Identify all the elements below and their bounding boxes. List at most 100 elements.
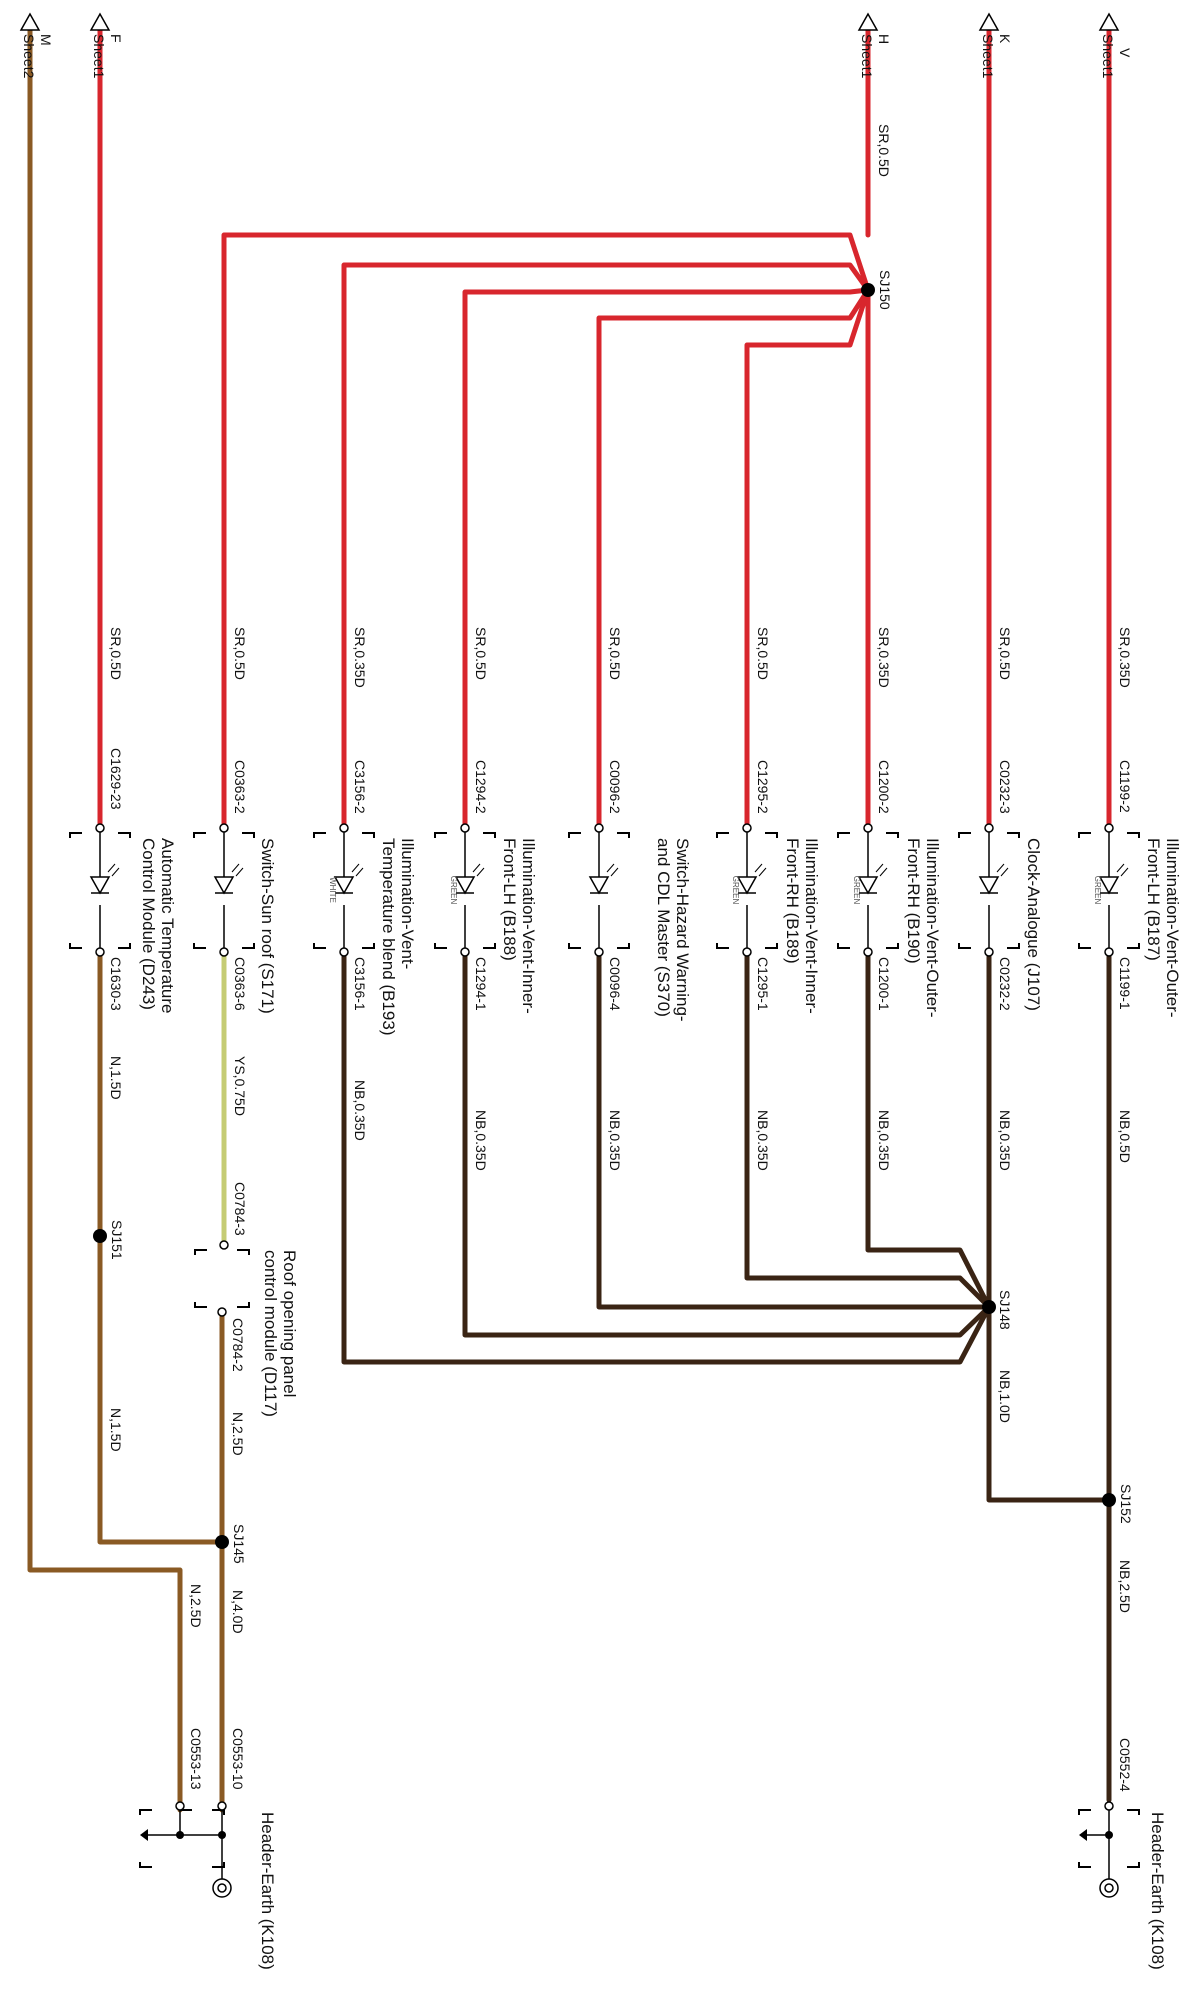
component-title: Temperature blend (B193) [379, 838, 398, 1036]
component-title: Clock-Analogue (J107) [1024, 838, 1043, 1011]
lamp-color-b190: GREEN [852, 876, 861, 905]
component-title: Front-RH (B190) [904, 838, 923, 964]
splice-sj145 [215, 1535, 229, 1549]
lamp-color-temp: WHITE [328, 877, 337, 903]
pin-label: C0553-13 [188, 1728, 204, 1790]
wire-b188-out[interactable] [462, 947, 992, 1338]
wire-s370-in[interactable] [596, 287, 871, 829]
pin-label: C1200-2 [876, 760, 892, 814]
wire-label: N,2.5D [230, 1412, 246, 1456]
wire-d243-out[interactable] [97, 947, 225, 1545]
pin-label: C0232-2 [997, 957, 1013, 1011]
pin-label: C0552-4 [1117, 1738, 1133, 1792]
pin-label: C0363-6 [232, 957, 248, 1011]
wire-m-ground[interactable] [27, 27, 183, 1813]
wire-s370-out[interactable] [596, 947, 992, 1310]
connector-v-sheet: Sheet1 [1100, 34, 1116, 79]
splice-label-sj150: SJ150 [877, 270, 893, 310]
connector-h-letter: H [876, 34, 892, 44]
component-title: Illumination-Vent-Inner- [802, 838, 821, 1014]
wire-label: SR,0.35D [876, 627, 892, 688]
connector-k-sheet: Sheet1 [980, 34, 996, 79]
component-b190[interactable] [837, 823, 899, 957]
component-title: Illumination-Vent-Inner- [519, 838, 538, 1014]
wire-label: SR,0.5D [473, 627, 489, 680]
pin-label: C1294-1 [473, 957, 489, 1011]
lamp-color-labels: WHITE GREEN GREEN GREEN GREEN [328, 876, 1102, 905]
wire-label: SR,0.5D [755, 627, 771, 680]
wire-label: SR,0.5D [108, 627, 124, 680]
wire-label: NB,0.35D [755, 1110, 771, 1171]
connector-f-letter: F [108, 34, 124, 43]
wire-label: N,1.5D [108, 1056, 124, 1100]
component-sun[interactable] [193, 823, 255, 957]
wire-spec-labels: SR,0.5D SR,0.5D SR,0.5D SR,0.35D SR,0.5D… [108, 124, 1133, 1634]
connector-f-sheet: Sheet1 [91, 34, 107, 79]
component-earth-b[interactable] [1078, 1801, 1140, 1898]
pin-label: C1294-2 [473, 760, 489, 814]
component-title: Switch-Sun roof (S171) [258, 838, 277, 1014]
wire-label: NB,0.35D [997, 1110, 1013, 1171]
component-b187[interactable] [1078, 823, 1140, 957]
wire-label: NB,1.0D [997, 1370, 1013, 1423]
pin-label: C1199-2 [1117, 760, 1133, 813]
wire-label: NB,0.5D [1117, 1110, 1133, 1163]
pin-label: C3156-2 [352, 760, 368, 814]
wire-label: SR,0.35D [1117, 627, 1133, 688]
splice-sj148 [982, 1300, 996, 1314]
pin-label: C0363-2 [232, 760, 248, 814]
component-j107[interactable] [958, 823, 1020, 957]
arrow-up-icon [19, 12, 41, 31]
splice-sj152 [1102, 1493, 1116, 1507]
connector-m-sheet: Sheet2 [21, 34, 37, 79]
wire-label: NB,0.35D [876, 1110, 892, 1171]
component-s370[interactable] [568, 823, 630, 957]
pin-label: C0784-2 [230, 1318, 246, 1372]
wire-label: SR,0.5D [997, 627, 1013, 680]
pin-label: C1200-1 [876, 957, 892, 1011]
arrow-up-icon [89, 12, 111, 31]
component-symbols [69, 823, 1140, 1898]
lamp-color-b188: GREEN [449, 876, 458, 905]
pin-label: C0096-2 [607, 760, 623, 814]
component-b189[interactable] [716, 823, 778, 957]
connector-h-sheet: Sheet1 [859, 34, 875, 79]
pin-label: C0096-4 [607, 957, 623, 1011]
wire-temp-in[interactable] [341, 262, 871, 829]
component-labels: Automatic Temperature Control Module (D2… [139, 838, 1182, 1970]
return-wires [341, 947, 1112, 1803]
wire-label: NB,0.35D [607, 1110, 623, 1171]
component-title: Illumination-Vent-Outer- [1163, 838, 1182, 1018]
component-title: control module (D117) [261, 1250, 280, 1417]
pin-label: C0232-3 [997, 760, 1013, 814]
arrow-up-icon [857, 12, 879, 31]
pin-label: C3156-1 [352, 957, 368, 1011]
component-b188[interactable] [434, 823, 496, 957]
component-title: Roof opening panel [280, 1250, 299, 1397]
pin-labels: C1629-23 C1630-3 C0363-2 C0363-6 C3156-2… [108, 748, 1133, 1792]
splice-sj150 [861, 283, 875, 297]
splice-label-sj152: SJ152 [1118, 1484, 1134, 1524]
component-title: and CDL Master (S370) [654, 838, 673, 1017]
wire-b190-out[interactable] [865, 947, 992, 1310]
wire-temp-out[interactable] [341, 947, 992, 1365]
connector-k-letter: K [997, 34, 1013, 44]
component-d117[interactable] [194, 1240, 250, 1317]
connector-labels: M Sheet2 F Sheet1 H Sheet1 K Sheet1 V Sh… [21, 34, 1133, 79]
wire-sun-in[interactable] [221, 232, 871, 829]
pin-label: C1629-23 [108, 748, 124, 810]
wire-b189-in[interactable] [744, 287, 871, 829]
pin-label: C1630-3 [108, 957, 124, 1011]
component-earth-a[interactable] [139, 1801, 232, 1898]
wire-label: N,4.0D [230, 1590, 246, 1634]
component-d243[interactable] [69, 823, 131, 957]
component-title: Automatic Temperature [158, 838, 177, 1013]
wire-b188-in[interactable] [462, 287, 871, 829]
component-temp[interactable] [313, 823, 375, 957]
wire-sj148-out[interactable] [986, 1304, 1112, 1503]
component-title: Header-Earth (K108) [258, 1812, 277, 1970]
wire-b189-out[interactable] [744, 947, 992, 1310]
offsheet-arrows [19, 12, 1120, 31]
pin-label: C1199-1 [1117, 957, 1133, 1010]
